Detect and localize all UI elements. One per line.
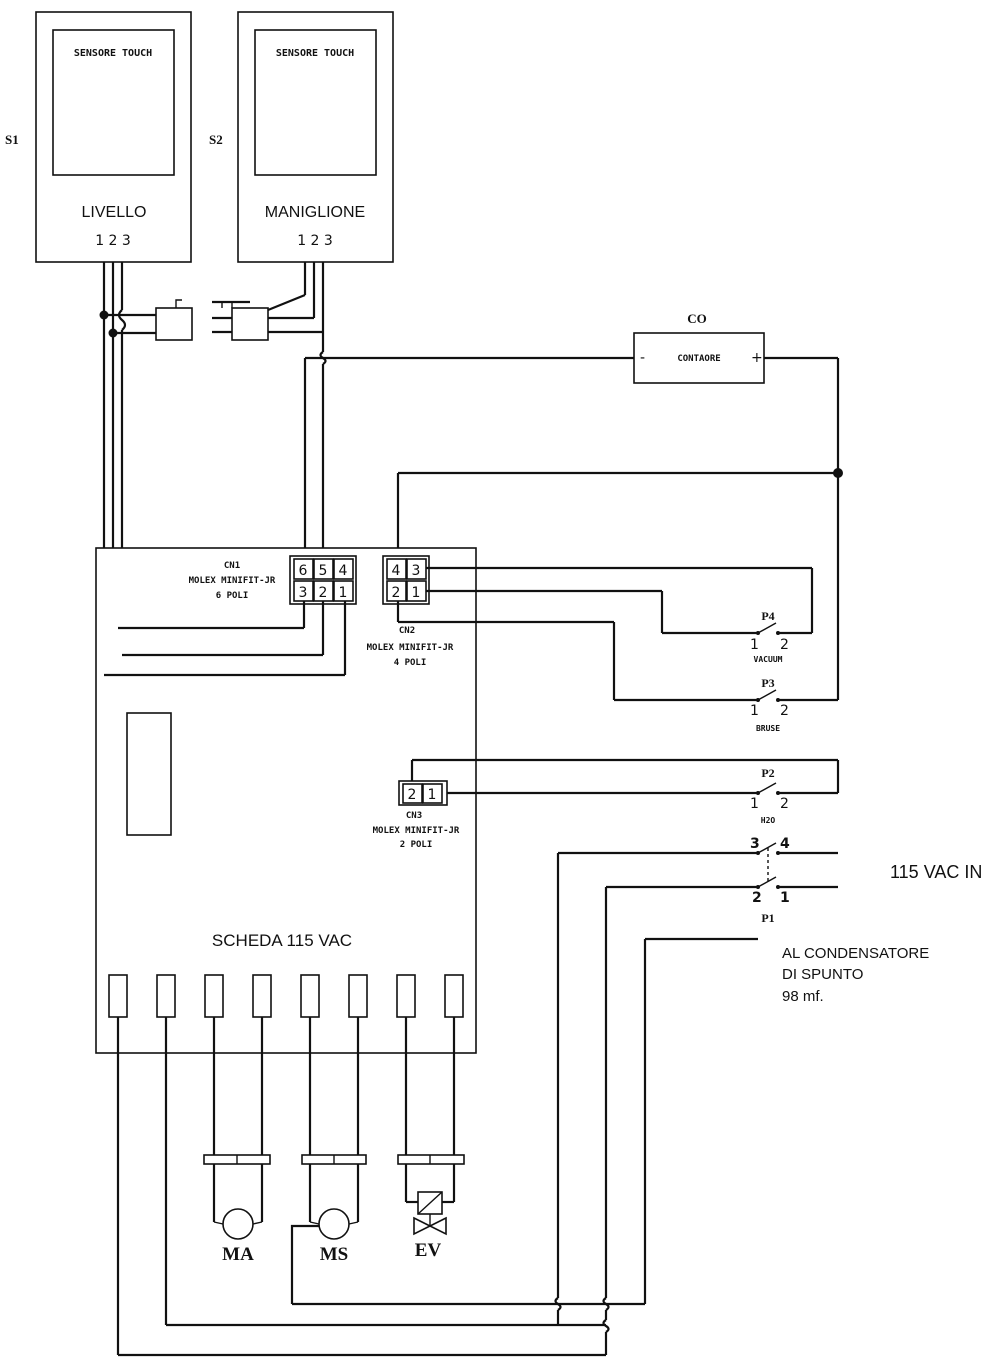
motor-ms-icon bbox=[318, 1208, 350, 1240]
cn2-line2: 4 POLI bbox=[394, 658, 427, 668]
p2-pin-a: 1 bbox=[750, 796, 759, 812]
cn3-line2: 2 POLI bbox=[400, 840, 433, 850]
counter-label: CONTAORE bbox=[677, 354, 720, 364]
cn1-id: CN1 bbox=[224, 561, 240, 571]
motor-ma: MA bbox=[213, 1208, 263, 1265]
p1-id: P1 bbox=[761, 911, 774, 925]
motor-ma-label: MA bbox=[222, 1244, 254, 1265]
p4-label: VACUUM bbox=[754, 655, 783, 664]
p3-id: P3 bbox=[761, 676, 774, 690]
cn1-pin: 1 bbox=[339, 585, 348, 601]
p2-label: H2O bbox=[761, 816, 776, 825]
cn2-line1: MOLEX MINIFIT-JR bbox=[367, 643, 454, 653]
sensor-plugs bbox=[155, 299, 269, 341]
counter-co: CO CONTAORE - + bbox=[396, 311, 843, 700]
p4-pin-a: 1 bbox=[750, 637, 759, 653]
terminal bbox=[204, 974, 224, 1018]
switch-p4: P4 1 2 VACUUM bbox=[750, 609, 789, 664]
sensor-s2-screen bbox=[254, 29, 377, 176]
capacitor-note: AL CONDENSATORE DI SPUNTO 98 mf. bbox=[645, 937, 929, 1005]
terminal bbox=[444, 974, 464, 1018]
switch-p2: P2 1 2 H2O bbox=[750, 766, 789, 825]
switch-p3: P3 1 2 BRUSE bbox=[750, 676, 789, 733]
cn2-id: CN2 bbox=[399, 626, 415, 636]
counter-id: CO bbox=[687, 311, 707, 326]
p2-pin-b: 2 bbox=[780, 796, 789, 812]
p1-pin-1: 1 bbox=[780, 890, 790, 906]
p1-pin-4: 4 bbox=[780, 836, 790, 852]
cn2-pin: 2 bbox=[392, 585, 401, 601]
s2-wires bbox=[267, 262, 634, 560]
sensor-s2-screen-label: SENSORE TOUCH bbox=[276, 48, 354, 59]
cn1-pin: 2 bbox=[319, 585, 328, 601]
cn3-pin: 2 bbox=[408, 787, 417, 803]
cn2-pin: 3 bbox=[412, 563, 421, 579]
terminal bbox=[108, 974, 128, 1018]
sensor-s2: S2 SENSORE TOUCH MANIGLIONE 1 2 3 bbox=[209, 11, 394, 263]
terminal bbox=[252, 974, 272, 1018]
cn1-pin: 5 bbox=[319, 563, 328, 579]
terminal bbox=[396, 974, 416, 1018]
board-component bbox=[126, 712, 172, 836]
sensor-s2-pins: 1 2 3 bbox=[297, 233, 333, 249]
sensor-s2-id: S2 bbox=[209, 132, 223, 147]
counter-plus: + bbox=[751, 350, 763, 366]
cn1-pin: 3 bbox=[299, 585, 308, 601]
cn1-pin: 6 bbox=[299, 563, 308, 579]
p4-pin-b: 2 bbox=[780, 637, 789, 653]
p1-pin-3: 3 bbox=[750, 836, 760, 852]
power-input-label: 115 VAC IN bbox=[890, 862, 982, 882]
connector-cn1: CN1 MOLEX MINIFIT-JR 6 POLI 6 5 4 3 2 1 bbox=[104, 555, 357, 677]
counter-body bbox=[633, 332, 765, 384]
valve-icon bbox=[413, 1216, 432, 1236]
cn1-line2: 6 POLI bbox=[216, 591, 249, 601]
capacitor-line3: 98 mf. bbox=[782, 988, 824, 1005]
sensor-s1-screen bbox=[52, 29, 175, 176]
p4-id: P4 bbox=[761, 609, 774, 623]
sensor-s1-name: LIVELLO bbox=[82, 204, 147, 221]
p2-id: P2 bbox=[761, 766, 774, 780]
terminal bbox=[300, 974, 320, 1018]
p1-pin-2: 2 bbox=[752, 890, 762, 906]
load-wiring bbox=[116, 853, 647, 1357]
sensor-s1-screen-label: SENSORE TOUCH bbox=[74, 48, 152, 59]
counter-minus: - bbox=[640, 350, 645, 366]
connector-cn3: 2 1 CN3 MOLEX MINIFIT-JR 2 POLI bbox=[373, 758, 840, 850]
solenoid-valve-ev: EV bbox=[397, 1017, 465, 1261]
sensor-s2-name: MANIGLIONE bbox=[265, 204, 365, 221]
motor-ma-icon bbox=[222, 1208, 254, 1240]
connector-cn2: 4 3 2 1 CN2 MOLEX MINIFIT-JR 4 POLI bbox=[367, 555, 838, 702]
capacitor-line1: AL CONDENSATORE bbox=[782, 945, 929, 962]
sensor-s1-pins: 1 2 3 bbox=[95, 233, 131, 249]
cn1-pin: 4 bbox=[339, 563, 348, 579]
switch-p1: 3 4 2 1 P1 bbox=[558, 836, 838, 925]
cn3-pin: 1 bbox=[428, 787, 437, 803]
motor-ms-label: MS bbox=[320, 1244, 349, 1265]
cn3-line1: MOLEX MINIFIT-JR bbox=[373, 826, 460, 836]
motor-ms: MS bbox=[290, 1017, 367, 1304]
capacitor-line2: DI SPUNTO bbox=[782, 966, 863, 983]
cn2-pin: 4 bbox=[392, 563, 401, 579]
terminal bbox=[348, 974, 368, 1018]
sensor-s1: S1 SENSORE TOUCH LIVELLO 1 2 3 bbox=[5, 11, 192, 263]
cn2-pin: 1 bbox=[412, 585, 421, 601]
p3-pin-b: 2 bbox=[780, 703, 789, 719]
p3-label: BRUSE bbox=[756, 724, 780, 733]
cn1-line1: MOLEX MINIFIT-JR bbox=[189, 576, 276, 586]
board-label: SCHEDA 115 VAC bbox=[212, 931, 352, 950]
cn3-id: CN3 bbox=[406, 811, 422, 821]
sensor-s1-id: S1 bbox=[5, 132, 19, 147]
p3-pin-a: 1 bbox=[750, 703, 759, 719]
terminal bbox=[156, 974, 176, 1018]
valve-ev-label: EV bbox=[415, 1240, 442, 1261]
